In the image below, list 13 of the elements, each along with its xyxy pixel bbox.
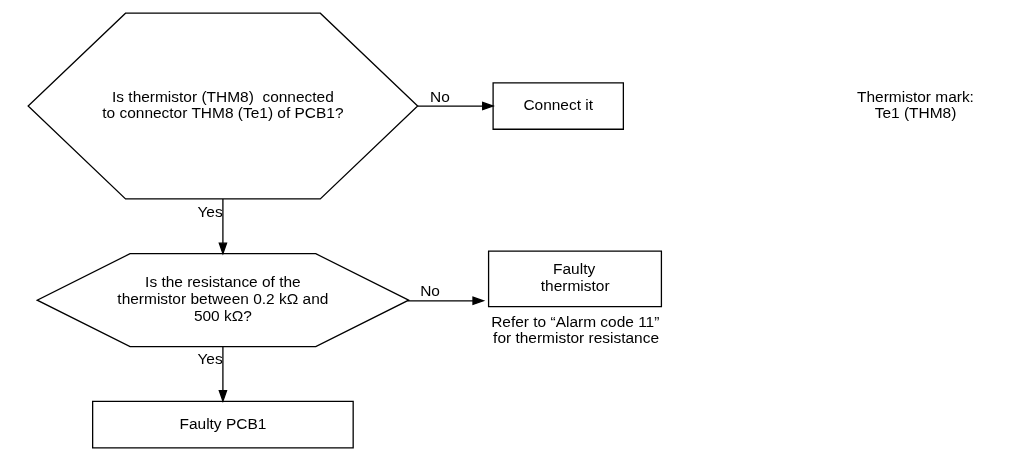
node-box: Faulty PCB1 (92, 400, 354, 449)
label: Thermistor mark: Te1 (THM8) (857, 87, 974, 122)
arrow (218, 198, 228, 256)
arrow (417, 101, 495, 111)
arrow (407, 296, 486, 306)
edge-label: Yes (197, 202, 223, 220)
node-label: Refer to “Alarm code 11” for thermistor resistance (491, 312, 660, 347)
node-box: Faulty thermistor (487, 250, 663, 308)
edge-label: No (430, 87, 450, 105)
node-box: Connect it (492, 82, 624, 130)
arrow (218, 346, 228, 403)
edge-label: Yes (197, 350, 223, 368)
edge-label: No (420, 282, 440, 300)
